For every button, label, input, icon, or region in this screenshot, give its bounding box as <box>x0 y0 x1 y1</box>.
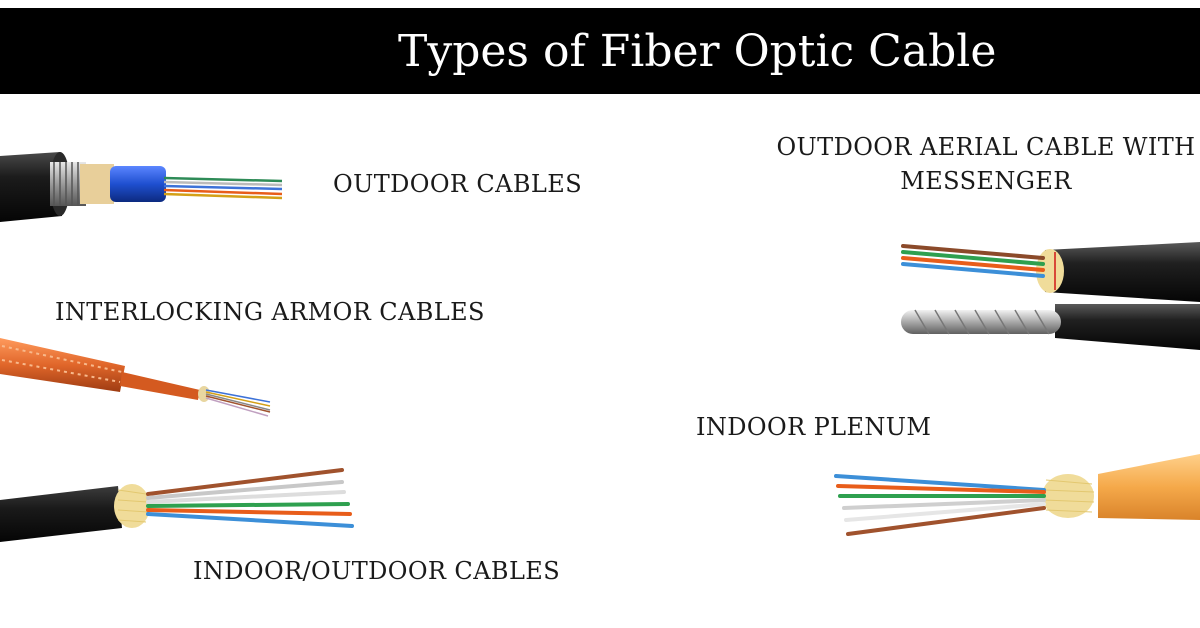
outdoor-aerial-label-line2: MESSENGER <box>900 167 1072 195</box>
title-banner: Types of Fiber Optic Cable <box>0 8 1200 94</box>
indoor-outdoor-cable-image <box>0 460 370 550</box>
outdoor-aerial-cable-label: OUTDOOR AERIAL CABLE WITH MESSENGER <box>776 133 1196 195</box>
outdoor-aerial-cable-image <box>895 232 1200 357</box>
indoor-plenum-label: INDOOR PLENUM <box>696 413 932 441</box>
interlocking-armor-cable-image <box>0 330 290 420</box>
interlocking-armor-cables-label: INTERLOCKING ARMOR CABLES <box>55 298 485 326</box>
outdoor-cables-label: OUTDOOR CABLES <box>333 170 583 198</box>
outdoor-aerial-label-line1: OUTDOOR AERIAL CABLE WITH <box>776 133 1196 161</box>
outdoor-cable-image <box>0 150 290 230</box>
indoor-outdoor-cables-label: INDOOR/OUTDOOR CABLES <box>193 557 561 585</box>
indoor-plenum-cable-image <box>830 450 1200 545</box>
page-title: Types of Fiber Optic Cable <box>398 26 997 77</box>
